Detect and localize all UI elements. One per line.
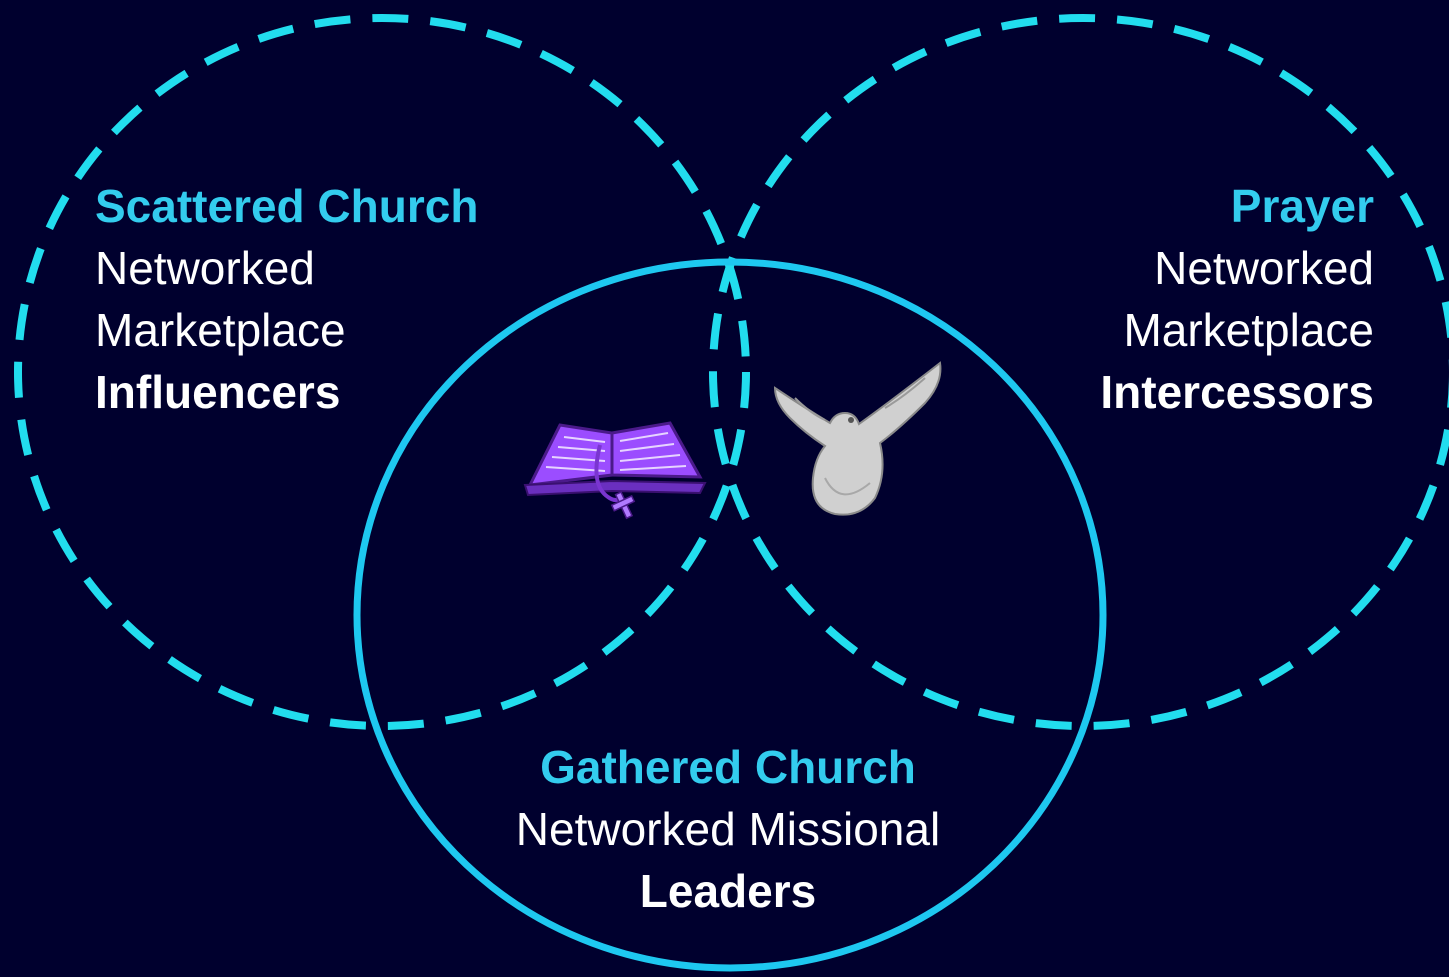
scattered-church-title: Scattered Church [95,180,479,232]
scattered-line-marketplace: Marketplace [95,304,346,356]
prayer-line-networked: Networked [1154,242,1374,294]
prayer-circle [709,14,1449,730]
scattered-church-label: Scattered Church Networked Marketplace I… [95,175,478,423]
scattered-line-influencers: Influencers [95,366,341,418]
dove-icon [773,361,942,516]
prayer-line-marketplace: Marketplace [1123,304,1374,356]
prayer-label: Prayer Networked Marketplace Intercessor… [1100,175,1374,423]
gathered-church-title: Gathered Church [540,741,916,793]
bible-icon [523,421,707,520]
gathered-line-leaders: Leaders [639,865,817,917]
scattered-church-circle [14,14,750,730]
gathered-church-label: Gathered Church Networked Missional Lead… [478,736,978,922]
gathered-church-circle [353,258,1107,972]
scattered-line-networked: Networked [95,242,315,294]
prayer-line-intercessors: Intercessors [1100,366,1374,418]
prayer-title: Prayer [1230,180,1374,232]
gathered-line-networked-missional: Networked Missional [515,803,941,855]
